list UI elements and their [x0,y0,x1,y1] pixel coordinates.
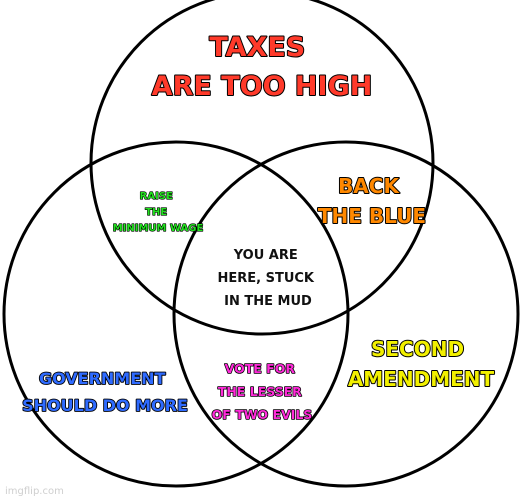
label-second-amendment-line-2: AMENDMENT [348,367,495,391]
label-second-amendment: SECOND AMENDMENT [348,337,495,391]
label-lesser-evils-line-2: THE LESSER [218,384,302,399]
circle-right [172,140,520,488]
label-back-the-blue-line-2: THE BLUE [318,204,426,228]
label-center-line-3: IN THE MUD [224,294,312,309]
label-minimum-wage: RAISE THE MINIMUM WAGE [113,191,204,234]
label-lesser-evils-line-3: OF TWO EVILS [212,407,313,422]
label-taxes-line-2: ARE TOO HIGH [152,71,373,102]
label-center-line-2: HERE, STUCK [217,271,314,286]
label-lesser-evils-line-1: VOTE FOR [225,361,296,376]
label-center: YOU ARE HERE, STUCK IN THE MUD [217,248,318,309]
label-taxes: TAXES ARE TOO HIGH [152,32,373,102]
watermark: imgflip.com [5,486,64,497]
label-government-line-1: GOVERNMENT [39,369,166,388]
label-minimum-wage-line-1: RAISE [140,191,173,202]
label-government: GOVERNMENT SHOULD DO MORE [22,369,188,415]
label-second-amendment-line-1: SECOND [371,337,464,361]
label-lesser-evils: VOTE FOR THE LESSER OF TWO EVILS [212,361,313,422]
label-center-line-1: YOU ARE [233,248,298,263]
label-taxes-line-1: TAXES [209,32,305,63]
label-back-the-blue: BACK THE BLUE [318,174,426,228]
label-minimum-wage-line-3: MINIMUM WAGE [113,223,204,234]
label-minimum-wage-line-2: THE [145,207,167,218]
label-government-line-2: SHOULD DO MORE [22,396,188,415]
label-back-the-blue-line-1: BACK [338,174,400,198]
circle-left [2,140,350,488]
